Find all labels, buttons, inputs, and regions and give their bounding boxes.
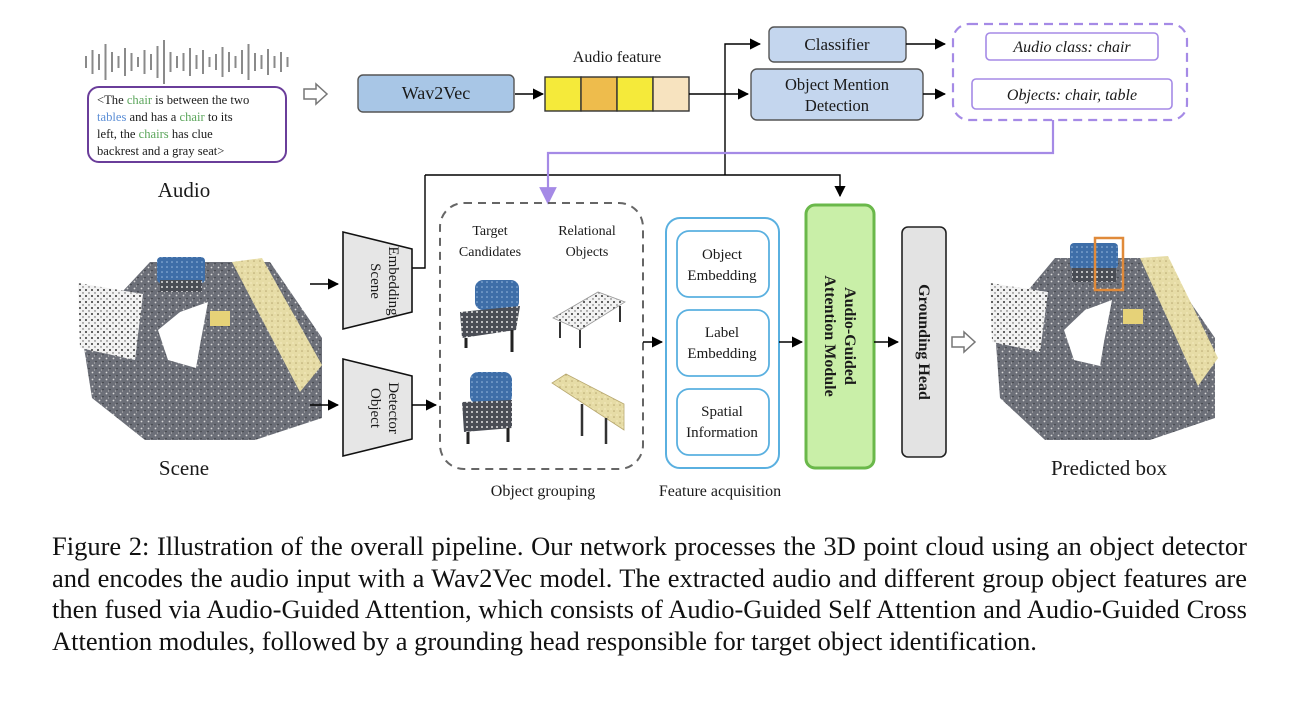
transcript-segment: backrest and a gray seat> <box>97 144 224 158</box>
transcript-line-3: left, the chairs has clue <box>97 127 213 141</box>
transcript-segment: chairs <box>139 127 169 141</box>
transcript-line-1: <The chair is between the two <box>97 93 249 107</box>
wav2vec-box <box>357 74 515 113</box>
transcript-segment: is between the two <box>152 93 249 107</box>
audio-label: Audio <box>158 178 211 202</box>
grounding-head-block <box>901 226 947 458</box>
scene-embedding-label-2: Embedding <box>385 246 401 316</box>
spatial-information-box <box>676 388 770 456</box>
transcript-line-4: backrest and a gray seat> <box>97 144 224 158</box>
predicted-box-label: Predicted box <box>1051 456 1168 480</box>
object-detector-label-2: Detector <box>385 382 401 434</box>
omd-label-line-1: Object Mention <box>785 75 889 94</box>
transcript-segment: tables <box>97 110 126 124</box>
target-candidates-label-2: Candidates <box>459 245 521 260</box>
grounding-head-label: Grounding Head <box>915 284 932 400</box>
feature-acquisition-box <box>665 217 780 469</box>
relational-objects-label-1: Relational <box>558 224 616 239</box>
scene-label: Scene <box>159 456 209 480</box>
transcript-box <box>87 86 287 163</box>
objects-text: Objects: chair, table <box>1007 87 1137 104</box>
scene-embedding-label-1: Scene <box>367 263 383 299</box>
scene-point-cloud <box>78 257 322 440</box>
label-embedding-label-1: Label <box>705 325 739 341</box>
audio-feature-label: Audio feature <box>573 49 661 66</box>
predicted-bounding-box <box>1093 236 1125 292</box>
label-embedding-label-2: Embedding <box>687 346 757 362</box>
object-embedding-box <box>676 230 770 298</box>
audio-waveform-icon <box>85 40 289 84</box>
predicted-point-cloud <box>990 243 1218 440</box>
spatial-information-label-2: Information <box>686 425 758 441</box>
feature-acquisition-label: Feature acquisition <box>659 483 781 500</box>
wav2vec-label: Wav2Vec <box>402 83 471 103</box>
target-chair-1-icon <box>460 280 520 352</box>
agam-label-2: Attention Module <box>821 275 838 396</box>
object-embedding-label-1: Object <box>702 247 743 263</box>
target-candidates-label-1: Target <box>472 224 507 239</box>
object-detector-block <box>342 357 413 458</box>
audio-guided-attention-module <box>804 203 876 470</box>
transcript-segment: <The <box>97 93 127 107</box>
relational-table-2-icon <box>551 373 625 444</box>
audio-class-box <box>985 32 1159 61</box>
object-detector-label-1: Object <box>367 388 383 429</box>
object-grouping-label: Object grouping <box>491 483 595 500</box>
pipeline-figure: <The chair is between the two tables and… <box>78 22 1218 500</box>
transcript-segment: to its <box>205 110 233 124</box>
output-group-box <box>951 22 1189 122</box>
relational-table-1-icon <box>552 291 626 348</box>
transcript-segment: chair <box>127 93 153 107</box>
omd-label-line-2: Detection <box>805 96 869 115</box>
transcript-segment: left, the <box>97 127 139 141</box>
object-grouping-box <box>439 202 644 470</box>
scene-embedding-block <box>342 230 413 331</box>
transcript-segment: chair <box>180 110 206 124</box>
audio-feature-vector <box>544 76 690 112</box>
transcript-segment: and has a <box>126 110 179 124</box>
spatial-information-label-1: Spatial <box>701 404 743 420</box>
agam-label-1: Audio-Guided <box>841 287 858 385</box>
relational-objects-label-2: Objects <box>566 245 609 260</box>
transcript-segment: has clue <box>169 127 213 141</box>
hollow-arrow-icon <box>303 82 329 106</box>
target-chair-2-icon <box>462 372 512 444</box>
hollow-arrow-icon <box>951 330 977 354</box>
figure-caption: Figure 2: Illustration of the overall pi… <box>52 531 1247 656</box>
objects-box <box>971 78 1173 110</box>
classifier-label: Classifier <box>804 35 869 54</box>
audio-class-text: Audio class: chair <box>1012 39 1131 56</box>
transcript-line-2: tables and has a chair to its <box>97 110 233 124</box>
label-embedding-box <box>676 309 770 377</box>
object-embedding-label-2: Embedding <box>687 268 757 284</box>
